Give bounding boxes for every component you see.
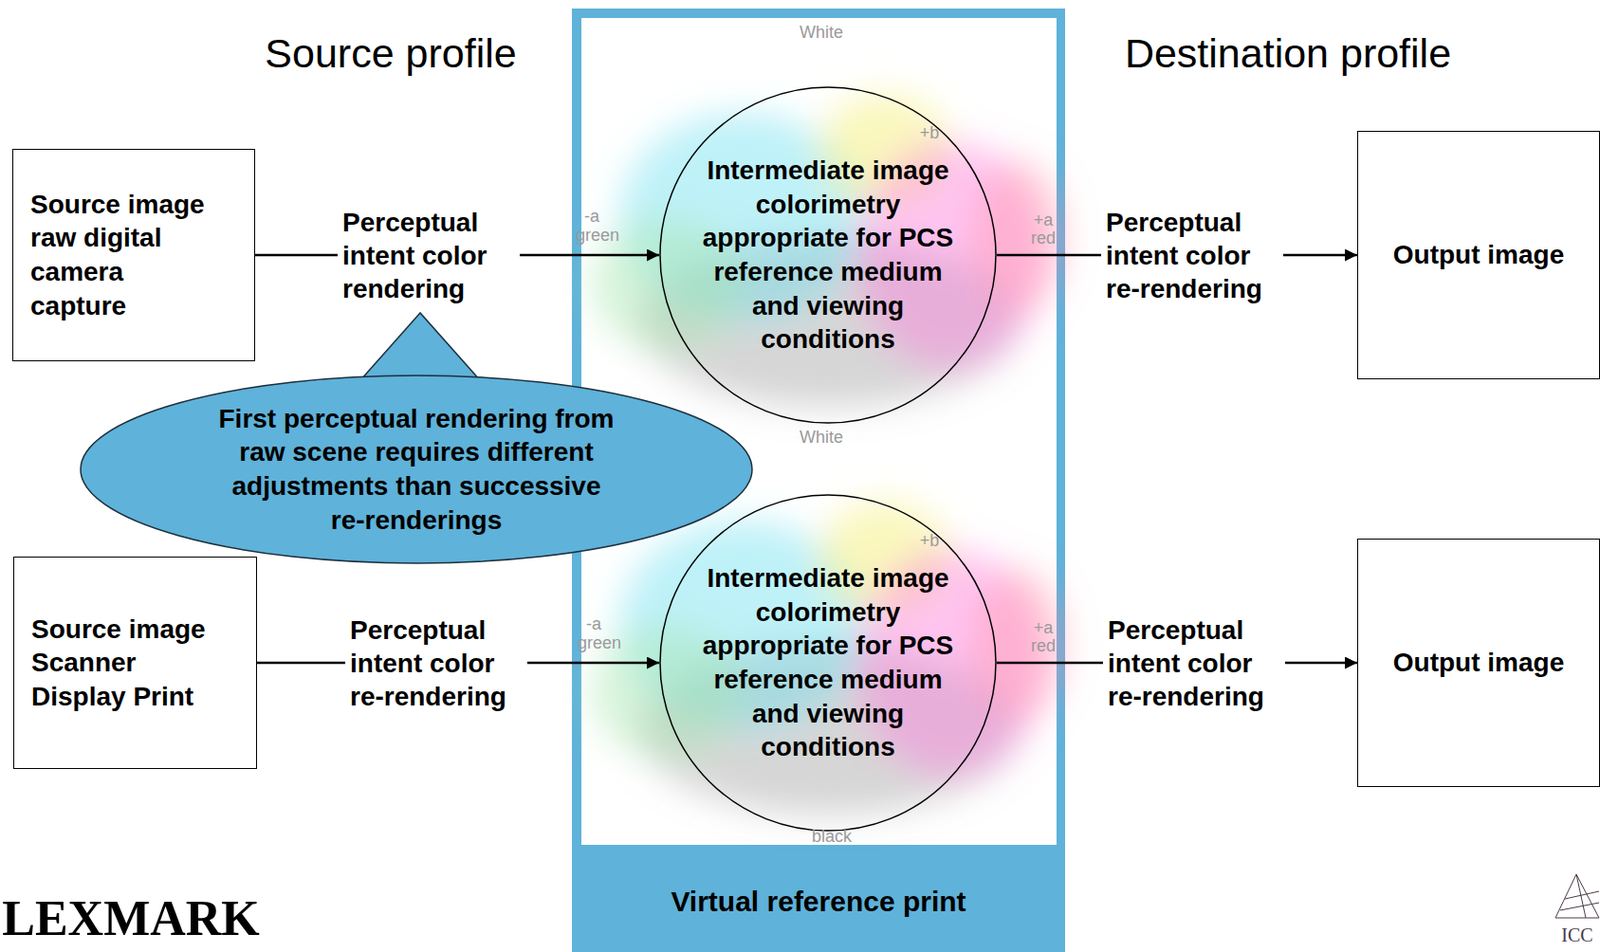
output-box: Output image [1357, 538, 1600, 788]
output-box: Output image [1357, 130, 1600, 380]
node-text: Output image [1393, 645, 1564, 681]
node-text-group: Virtual reference print [670, 883, 966, 920]
node-text-group: Output image [1393, 645, 1564, 681]
axis-label: +b [919, 123, 940, 144]
pcs-circle: Intermediate image colorimetry appropria… [659, 86, 997, 424]
section-heading: Source profile [264, 30, 516, 77]
node-text: Source image Scanner Display Print [31, 612, 212, 715]
node-text-group: Source image Scanner Display Print [31, 612, 212, 715]
node-text-group: Source image raw digital camera capture [30, 187, 211, 323]
lab-sphere [590, 501, 1066, 815]
node-text-group: Intermediate image colorimetry appropria… [694, 561, 962, 764]
source-box: Source image raw digital camera capture [12, 148, 256, 362]
edge-label: Perceptual intent color re-rendering [1101, 205, 1284, 306]
callout-outline [79, 374, 754, 565]
node-text-group: Output image [1393, 238, 1564, 273]
axis-label: green [577, 633, 622, 654]
node-text-group: Intermediate image colorimetry appropria… [694, 153, 962, 356]
axis-label: +b [919, 531, 940, 552]
node-text-group: First perceptual rendering from raw scen… [212, 402, 621, 537]
source-box: Source image Scanner Display Print [13, 556, 258, 770]
node-text: First perceptual rendering from raw scen… [212, 402, 621, 537]
axis-label: +a [1033, 618, 1054, 639]
axis-label: +a [1033, 210, 1054, 231]
ellipse-outline [80, 375, 753, 564]
lab-sphere [590, 93, 1066, 407]
edge-label: Perceptual intent color re-rendering [345, 613, 528, 714]
node-text: Source image raw digital camera capture [30, 187, 211, 323]
edge-label: Perceptual intent color re-rendering [1103, 613, 1286, 714]
icc-logo-text: ICC [1561, 924, 1593, 947]
axis-label: red [1030, 636, 1056, 657]
band-title: Virtual reference print [670, 883, 966, 920]
pcs-circle-outline [659, 86, 997, 424]
node-text: Intermediate image colorimetry appropria… [694, 153, 962, 356]
node-text: Intermediate image colorimetry appropria… [694, 561, 962, 764]
pcs-circle: Intermediate image colorimetry appropria… [659, 494, 997, 832]
axis-label: black [811, 827, 852, 847]
circle-outline [660, 87, 996, 423]
circle-outline [660, 495, 996, 831]
axis-label: White [799, 22, 844, 43]
callout-ellipse: First perceptual rendering from raw scen… [79, 374, 754, 565]
axis-label: green [575, 225, 620, 246]
edge-label: Perceptual intent color rendering [337, 205, 520, 306]
icc-logo [1555, 874, 1600, 919]
node-text: Output image [1393, 238, 1564, 273]
pcs-circle-outline [659, 494, 997, 832]
axis-label: -a [584, 206, 600, 227]
axis-label: -a [586, 614, 602, 635]
company-logo: LEXMARK [1, 890, 260, 947]
axis-label: White [799, 427, 844, 448]
section-heading: Destination profile [1124, 30, 1452, 77]
axis-label: red [1030, 228, 1056, 249]
